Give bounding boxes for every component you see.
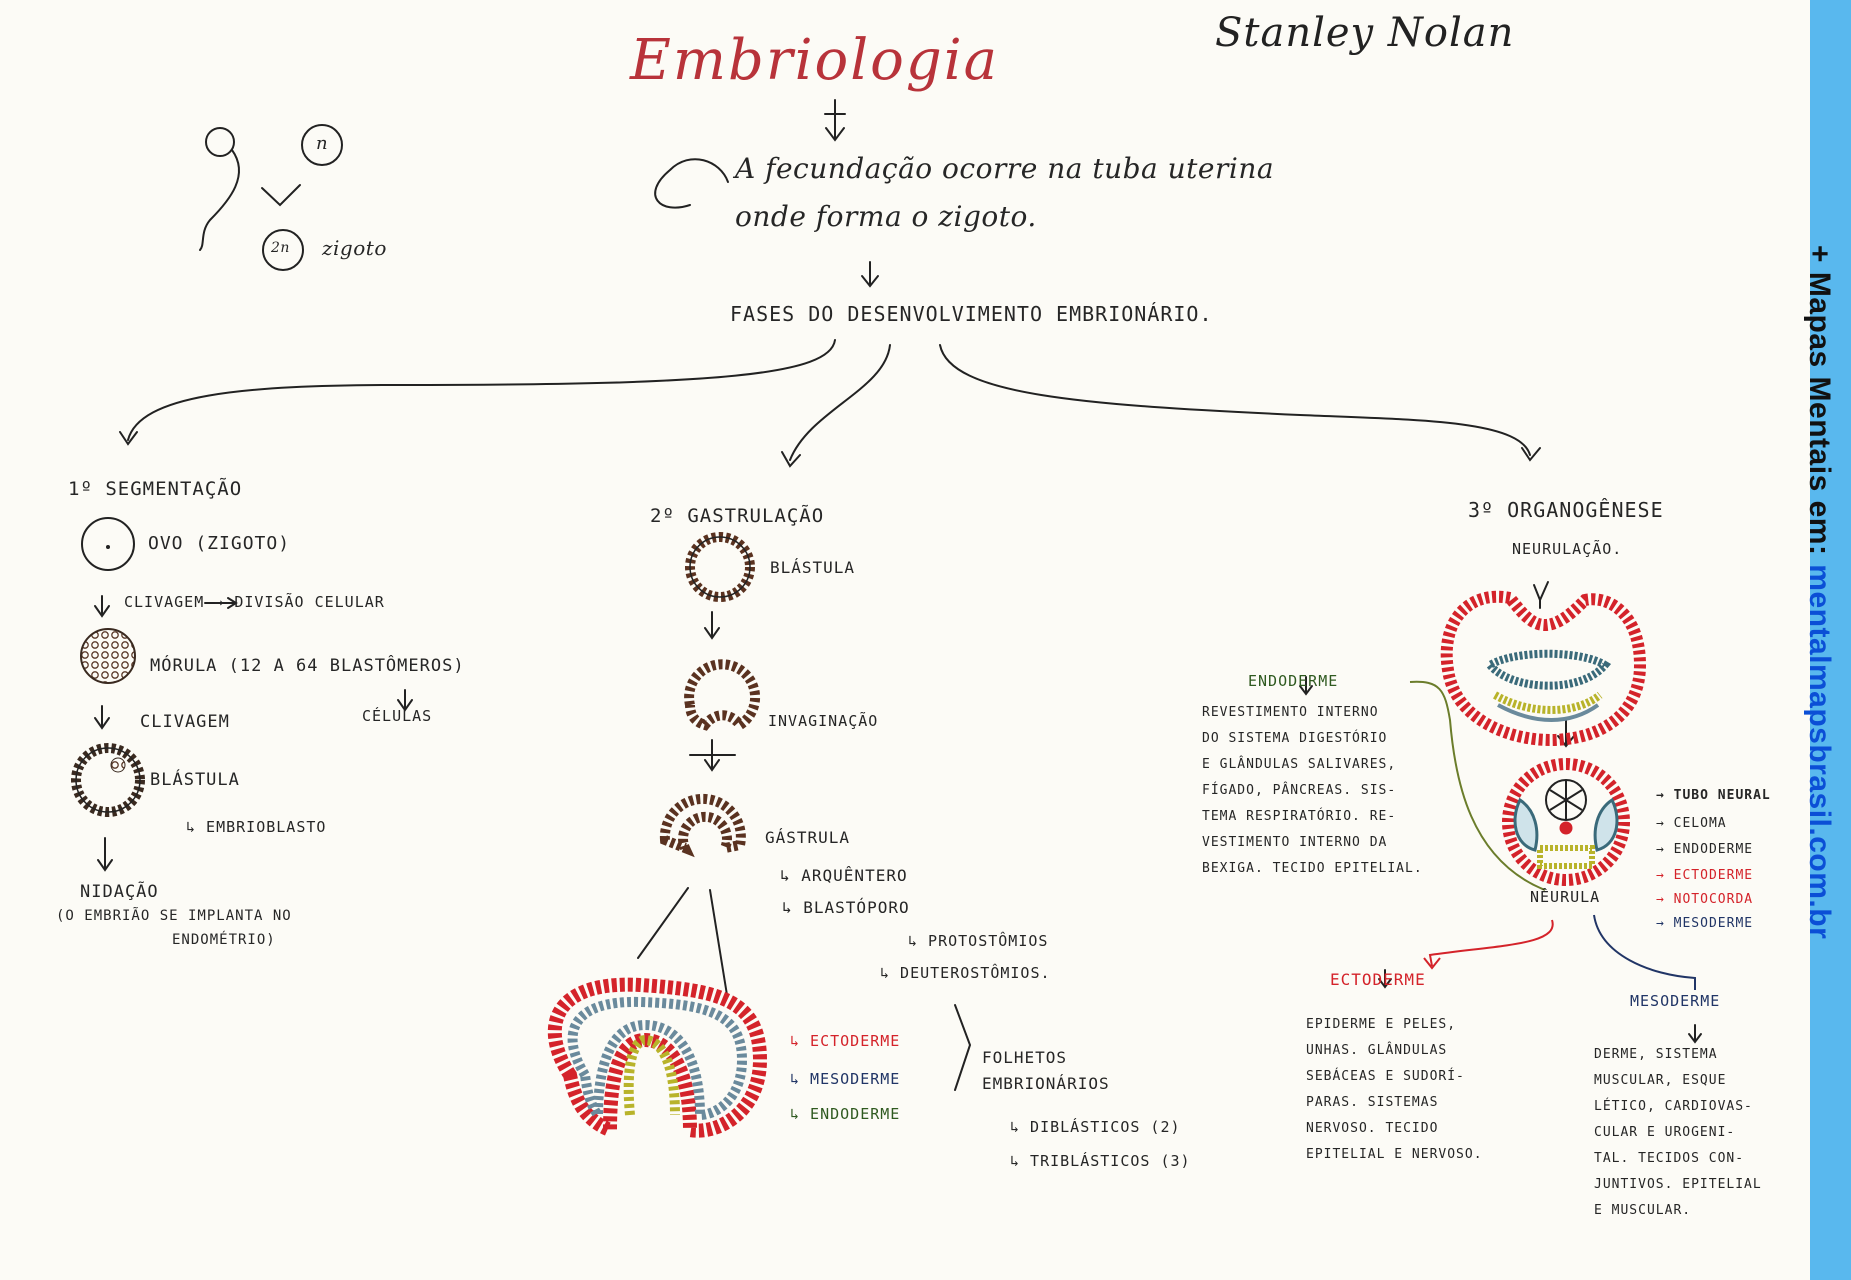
neurulacao-label: NEURULAÇÃO.	[1512, 540, 1622, 558]
gas-arrow-1	[705, 612, 719, 638]
legend-notocorda: → NOTOCORDA	[1656, 892, 1753, 907]
gas-detail-line-1	[638, 888, 688, 958]
zygote-text: zigoto	[322, 236, 387, 260]
ovo-cell-icon	[82, 518, 134, 570]
diagram-drawings	[0, 0, 1810, 1280]
clivagem-2-label: CLIVAGEM	[140, 712, 230, 732]
zygote-label: 2n	[271, 240, 290, 256]
gastrula-layers-icon	[555, 985, 760, 1131]
legend-ectoderme: → ECTODERME	[1656, 868, 1753, 883]
folhetos-label-2: EMBRIONÁRIOS	[982, 1074, 1110, 1093]
gastrula-cell-icon	[665, 799, 741, 848]
intro-line-1: A fecundação ocorre na tuba uterina	[735, 152, 1274, 185]
sperm-cell-icon	[200, 128, 239, 250]
mesoderme-title: MESODERME	[1630, 992, 1720, 1010]
promo-text: + Mapas Mentais em: mentalmapsbrasil.com…	[1802, 245, 1836, 939]
phases-heading: FASES DO DESENVOLVIMENTO EMBRIONÁRIO.	[730, 302, 1213, 326]
gastrula-label: GÁSTRULA	[765, 828, 850, 847]
endoderme-title: ENDODERME	[1248, 672, 1338, 690]
ectoderme-title: ECTODERME	[1330, 970, 1426, 989]
seg-arrow-3	[98, 838, 112, 870]
gastrulacao-heading: 2º GASTRULAÇÃO	[650, 505, 824, 527]
intro-hook-icon	[655, 159, 728, 207]
organogenese-heading: 3º ORGANOGÊNESE	[1468, 498, 1664, 522]
legend-celoma: → CELOMA	[1656, 816, 1727, 831]
neurulacao-cell-icon	[1447, 597, 1640, 740]
ovo-label: OVO (ZIGOTO)	[148, 533, 290, 554]
title-arrow-icon	[825, 100, 845, 140]
gas-detail-line-2	[710, 890, 727, 995]
branch-arrow-1	[120, 340, 835, 444]
legend-mesoderme: → MESODERME	[1656, 916, 1753, 931]
neurula-label: NÊURULA	[1530, 888, 1600, 906]
mesoderme-gas-label: ↳ MESODERME	[790, 1070, 900, 1088]
endoderme-desc: REVESTIMENTO INTERNO DO SISTEMA DIGESTÓR…	[1202, 700, 1423, 882]
segmentacao-heading: 1º SEGMENTAÇÃO	[68, 478, 242, 500]
neurula-cell-icon	[1508, 764, 1624, 880]
intro-line-2: onde forma o zigoto.	[735, 200, 1037, 233]
author-signature: Stanley Nolan	[1215, 10, 1514, 56]
triblasticos-label: ↳ TRIBLÁSTICOS (3)	[1010, 1152, 1191, 1170]
fusion-arrow-icon	[262, 185, 300, 205]
ectoderme-gas-label: ↳ ECTODERME	[790, 1032, 900, 1050]
ectoderme-desc: EPIDERME E PELES, UNHAS. GLÂNDULAS SEBÁC…	[1306, 1012, 1483, 1168]
legend-tubo-neural: → TUBO NEURAL	[1656, 788, 1771, 803]
endoderme-gas-label: ↳ ENDODERME	[790, 1105, 900, 1123]
invaginacao-cell-icon	[689, 664, 755, 725]
nidacao-desc-1: (O EMBRIÃO SE IMPLANTA NO	[56, 908, 292, 924]
morula-label: MÓRULA (12 a 64 BLASTÔMEROS)	[150, 656, 465, 676]
arquentero-label: ↳ ARQUÊNTERO	[780, 866, 908, 885]
mind-map-page: Embriologia Stanley Nolan n 2n zigoto A …	[0, 0, 1810, 1280]
folhetos-brace-icon	[955, 1005, 970, 1090]
page-title: Embriologia	[630, 28, 999, 93]
ectoderme-connector	[1424, 920, 1553, 968]
protostomios-label: ↳ PROTOSTÔMIOS	[908, 932, 1048, 950]
blastoporo-label: ↳ BLASTÓPORO	[782, 898, 910, 917]
nidacao-desc-2: ENDOMÉTRIO)	[172, 932, 276, 948]
phases-arrow-icon	[862, 262, 878, 286]
mesoderme-desc: DERME, SISTEMA MUSCULAR, ESQUE LÉTICO, C…	[1594, 1042, 1762, 1224]
clivagem-1-label: CLIVAGEM → DIVISÃO CELULAR	[124, 593, 385, 611]
folhetos-label-1: FOLHETOS	[982, 1048, 1067, 1067]
branch-arrow-3	[940, 345, 1540, 460]
legend-endoderme: → ENDODERME	[1656, 842, 1753, 857]
neur-arrow-down	[1534, 582, 1548, 608]
celulas-label: CÉLULAS	[362, 707, 432, 725]
promo-prefix: + Mapas Mentais em:	[1803, 245, 1836, 564]
deuterostomios-label: ↳ DEUTEROSTÔMIOS.	[880, 964, 1051, 982]
seg-arrow-1	[95, 596, 109, 616]
blastula-gas-label: BLÁSTULA	[770, 558, 855, 577]
seg-arrow-2	[95, 706, 109, 728]
branch-arrow-2	[782, 345, 890, 466]
ovum-label: n	[316, 133, 328, 154]
morula-cell-icon	[81, 629, 135, 683]
blastula-seg-label: BLÁSTULA	[150, 770, 240, 790]
embrioblasto-label: ↳ EMBRIOBLASTO	[186, 818, 326, 836]
promo-sidebar: + Mapas Mentais em: mentalmapsbrasil.com…	[1810, 0, 1851, 1280]
diblasticos-label: ↳ DIBLÁSTICOS (2)	[1010, 1118, 1181, 1136]
blastula-gas-icon	[690, 537, 750, 597]
invaginacao-label: INVAGINAÇÃO	[768, 712, 878, 730]
nidacao-label: NIDAÇÃO	[80, 882, 159, 902]
meso-arrow-icon	[1689, 1025, 1701, 1042]
promo-url-link[interactable]: mentalmapsbrasil.com.br	[1803, 564, 1836, 939]
blastula-seg-icon	[76, 748, 140, 812]
